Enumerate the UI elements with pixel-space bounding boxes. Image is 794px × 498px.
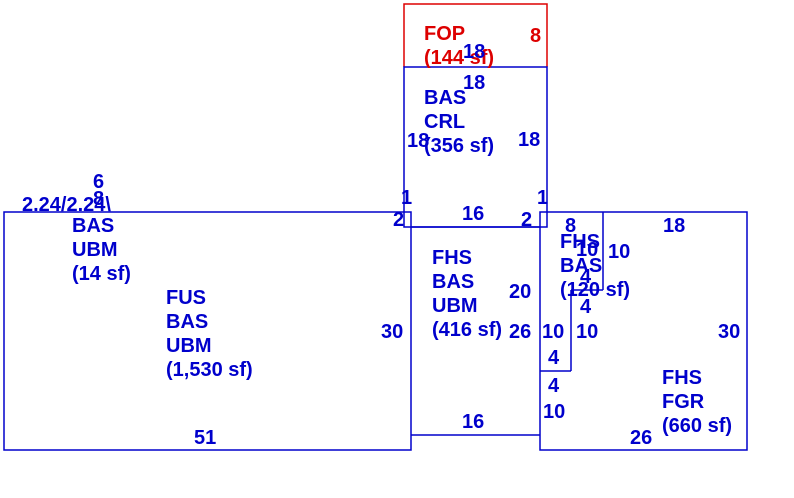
dimension-label: 51 [194,427,216,449]
dimension-label: 4 [548,347,560,369]
fus-label-line: UBM [166,335,212,357]
fhs416-label-line: FHS [432,247,472,269]
dimension-label: 10 [608,241,630,263]
fgr-label-line: (660 sf) [662,415,732,437]
fgr-label: FHS FGR (660 sf) [662,367,732,437]
dimension-label: 8 [93,188,104,210]
fus-label: FUS BAS UBM (1,530 sf) [166,287,253,381]
dimension-label: 18 [518,129,540,151]
fgr-label-line: FGR [662,391,705,413]
dimension-label: 16 [462,203,484,225]
fhs416-label-line: (416 sf) [432,319,502,341]
dimension-label: 30 [381,321,403,343]
ubm14-label-line: (14 sf) [72,263,131,285]
dimension-label: 6 [93,171,104,193]
fop-label-line: (144 sf) [424,47,494,69]
dimension-label: 18 [407,130,429,152]
dimension-label: 18 [463,72,485,94]
ubm14-label-line: UBM [72,239,118,261]
dimension-label: 4 [580,266,592,288]
dimension-label: 16 [462,411,484,433]
fhs120-label-line: FHS [560,231,600,253]
fhs416-label-line: BAS [432,271,474,293]
dimension-label: 26 [630,427,652,449]
dimension-label: 2 [393,209,404,231]
dimension-label: 18 [663,215,685,237]
dimension-label: 26 [509,321,531,343]
sketch-lines [3,3,748,451]
dimension-label: 10 [542,321,564,343]
dimension-label: 4 [548,375,560,397]
crl-label: BAS CRL (356 sf) [424,87,494,157]
fhs416-label: FHS BAS UBM (416 sf) [432,247,502,341]
dimension-label: 2 [521,209,532,231]
fus-label-line: BAS [166,311,208,333]
dimension-label: 10 [576,239,598,261]
fus-label-line: FUS [166,287,206,309]
dimension-label: 10 [576,321,598,343]
dimension-label: 10 [543,401,565,423]
fop-label-line: FOP [424,23,465,45]
dimension-label: 30 [718,321,740,343]
dimension-label: 18 [463,41,485,63]
fus-label-line: (1,530 sf) [166,359,253,381]
crl-label-line: CRL [424,111,465,133]
fop-outline [403,3,548,67]
fhs416-label-line: UBM [432,295,478,317]
dimension-label: 4 [580,296,592,318]
dimension-label: 2.24/2.24\ [22,194,111,216]
dimension-label: 20 [509,281,531,303]
dimension-label: 1 [401,187,412,209]
ubm14-label-line: BAS [72,215,114,237]
fgr-label-line: FHS [662,367,702,389]
fhs120-label: FHS BAS (120 sf) [560,231,630,301]
dimension-labels: 8 18 18 18 18 1 1 2 2 16 6 8 2.24/2.24\ … [22,25,740,449]
fgr-outline [539,211,748,451]
fhs120-label-line: (120 sf) [560,279,630,301]
fhs120-label-line: BAS [560,255,602,277]
fhs120-outline [540,212,604,372]
dimension-label: 1 [537,187,548,209]
fop-label: FOP (144 sf) [424,23,494,69]
crl-label-line: BAS [424,87,466,109]
fhs416-outline [411,226,540,436]
ubm14-label: BAS UBM (14 sf) [72,215,131,285]
dimension-label: 8 [530,25,541,47]
crl-label-line: (356 sf) [424,135,494,157]
fus-outline [3,211,412,451]
dimension-label: 8 [565,215,576,237]
